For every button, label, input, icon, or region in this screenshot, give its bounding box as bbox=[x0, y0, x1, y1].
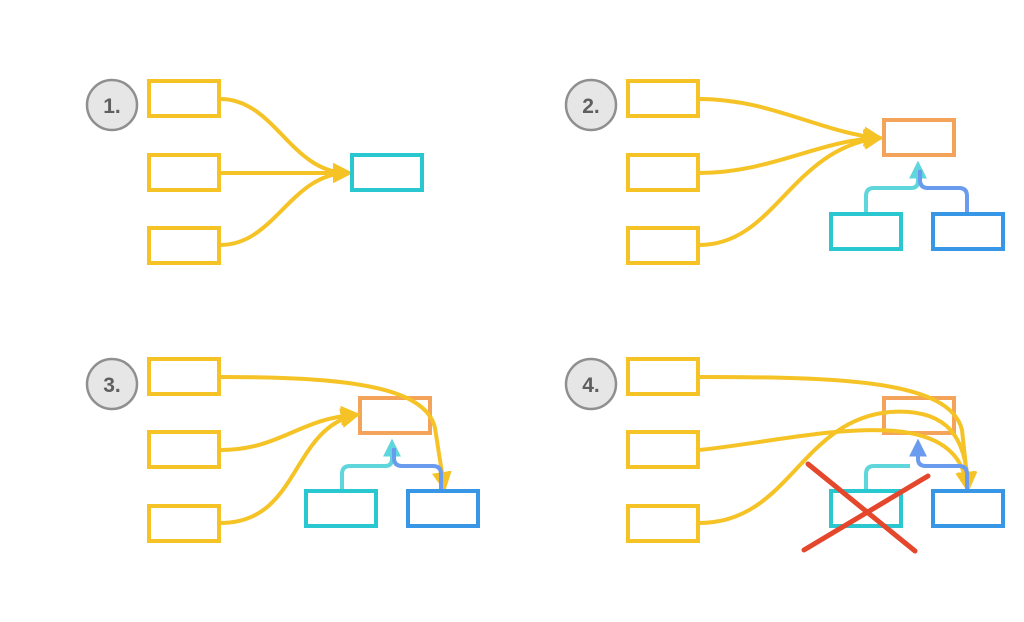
arrows-group bbox=[219, 97, 353, 247]
teal-arrow bbox=[864, 160, 927, 213]
teal-connector bbox=[864, 464, 910, 490]
blue-connector bbox=[392, 448, 443, 490]
step-label-1: 1. bbox=[103, 95, 121, 118]
yellow-box bbox=[626, 153, 700, 192]
yellow-box bbox=[147, 504, 221, 543]
teal-box bbox=[829, 489, 903, 528]
blue-arrow bbox=[909, 438, 969, 490]
blue-box bbox=[931, 212, 1005, 251]
yellow-arrow bbox=[219, 97, 353, 183]
yellow-arrow bbox=[698, 375, 977, 492]
yellow-arrow bbox=[698, 129, 884, 247]
yellow-box bbox=[626, 430, 700, 469]
orange-box bbox=[882, 118, 956, 157]
panel-4: 4. bbox=[564, 357, 1005, 554]
step-badge-3: 3. bbox=[85, 357, 139, 411]
yellow-arrow bbox=[219, 163, 353, 247]
teal-box bbox=[304, 489, 378, 528]
yellow-box bbox=[626, 79, 700, 118]
yellow-box bbox=[147, 226, 221, 265]
blue-connector bbox=[918, 170, 969, 213]
step-label-3: 3. bbox=[103, 374, 121, 397]
teal-box bbox=[350, 153, 424, 192]
yellow-arrow bbox=[219, 408, 361, 525]
orange-box bbox=[358, 396, 432, 435]
yellow-box bbox=[626, 226, 700, 265]
step-label-4: 4. bbox=[582, 374, 600, 397]
step-label-2: 2. bbox=[582, 95, 600, 118]
teal-arrow bbox=[340, 438, 401, 490]
yellow-arrow bbox=[698, 97, 884, 147]
yellow-arrow bbox=[219, 405, 361, 452]
yellow-arrow bbox=[219, 375, 452, 492]
panel-2: 2. bbox=[564, 78, 1005, 265]
blue-box bbox=[406, 489, 480, 528]
yellow-box bbox=[147, 153, 221, 192]
yellow-arrow bbox=[698, 128, 884, 175]
yellow-arrow bbox=[698, 428, 976, 492]
arrows-group bbox=[698, 375, 978, 525]
yellow-box bbox=[147, 79, 221, 118]
arrows-group bbox=[698, 97, 884, 247]
teal-box bbox=[829, 212, 903, 251]
step-badge-4: 4. bbox=[564, 357, 618, 411]
step-badge-1: 1. bbox=[85, 78, 139, 132]
step-badge-2: 2. bbox=[564, 78, 618, 132]
yellow-box bbox=[626, 504, 700, 543]
panel-3: 3. bbox=[85, 357, 480, 543]
blue-box bbox=[931, 489, 1005, 528]
yellow-box bbox=[626, 357, 700, 396]
panel-1: 1. bbox=[85, 78, 424, 265]
cross-out-icon bbox=[801, 461, 931, 554]
yellow-box bbox=[147, 357, 221, 396]
arrows-group bbox=[219, 375, 452, 525]
yellow-box bbox=[147, 430, 221, 469]
yellow-arrow bbox=[698, 409, 978, 525]
